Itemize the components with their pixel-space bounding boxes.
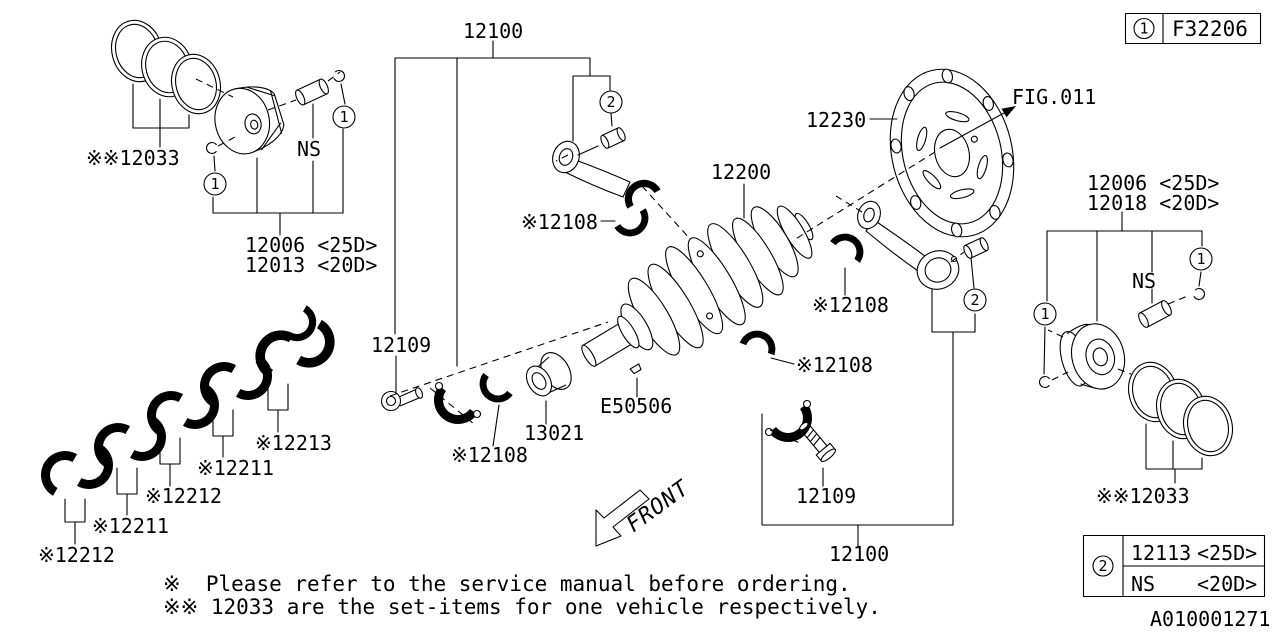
callout-1-piston-right-a: 1: [1033, 302, 1057, 326]
rod-bushing-left: [600, 127, 626, 149]
bearing-cap-right: [764, 399, 822, 452]
title-block-code: F32206: [1172, 17, 1248, 41]
connecting-rod-right: [857, 200, 960, 290]
label-fig-ref: FIG.011: [1012, 85, 1096, 109]
svg-text:2: 2: [970, 291, 979, 309]
label-main-bearing-5: ※12213: [255, 431, 332, 455]
crankshaft: [581, 205, 814, 367]
bolt-right: [799, 421, 836, 463]
bracket-piston-left: [212, 83, 346, 236]
fig-ref-arrow: [939, 112, 1005, 149]
svg-text:1: 1: [1196, 250, 1205, 268]
spec-table-callout: 2: [1098, 557, 1107, 575]
bracket-rod-assy-top: [394, 40, 611, 393]
snap-ring-icon: [332, 69, 346, 83]
label-piston-left-25d: 12006 <25D>: [245, 233, 377, 257]
note-line-2: ※※ 12033 are the set-items for one vehic…: [163, 595, 881, 619]
label-rod-piston-assy-top: 12100: [463, 19, 523, 43]
snap-ring-icon: [1192, 287, 1206, 301]
sprocket: [525, 352, 572, 397]
callout-1-piston-left-a: 1: [203, 172, 227, 196]
main-bearing-shell: [739, 325, 781, 356]
label-rod-bearing-4: ※12108: [796, 353, 873, 377]
spec-table: 2 12113 <25D> NS <20D>: [1082, 534, 1266, 598]
spec-row1-grade: <25D>: [1197, 541, 1257, 565]
label-bolt-right: 12109: [796, 484, 856, 508]
label-piston-rings-left: ※※12033: [86, 146, 180, 170]
label-piston-left-20d: 12013 <20D>: [245, 253, 377, 277]
label-main-bearing-3: ※12212: [145, 484, 222, 508]
snap-ring-icon: [1038, 375, 1052, 389]
label-key: E50506: [600, 394, 672, 418]
label-ns-right: NS: [1132, 269, 1156, 293]
label-sprocket: 13021: [524, 421, 584, 445]
label-piston-right-20d: 12018 <20D>: [1087, 191, 1219, 215]
title-block-callout: 1: [1139, 20, 1148, 38]
label-piston-rings-right: ※※12033: [1096, 484, 1190, 508]
label-ns-left: NS: [297, 137, 321, 161]
label-main-bearing-2: ※12211: [92, 514, 169, 538]
woodruff-key: [629, 363, 642, 375]
label-rod-piston-assy-bottom: 12100: [829, 542, 889, 566]
label-rod-bearing-2: ※12108: [451, 443, 528, 467]
piston-ring-set-right: [1128, 361, 1233, 484]
callout-1-piston-left-b: 1: [332, 105, 356, 129]
bearing-cap-left: [424, 381, 482, 434]
title-block: 1 F32206: [1124, 12, 1262, 45]
main-bearing-shell: [472, 372, 513, 410]
spec-row1-part: 12113: [1131, 541, 1191, 565]
label-crankshaft: 12200: [711, 160, 771, 184]
label-main-bearing-4: ※12211: [197, 456, 274, 480]
bracket-rod-assy-bottom: [761, 288, 976, 547]
drive-plate: [889, 68, 1015, 238]
label-rod-bearing-3: ※12108: [812, 293, 889, 317]
callout-2-rod-right: 2: [963, 288, 987, 312]
label-rod-bearing-1: ※12108: [521, 210, 598, 234]
bolt-left: [380, 387, 424, 412]
svg-text:1: 1: [1040, 305, 1049, 323]
svg-text:1: 1: [210, 175, 219, 193]
callout-2-rod-top: 2: [599, 90, 623, 114]
connecting-rod-left: [552, 140, 661, 209]
main-bearing-set: [32, 305, 344, 545]
label-bolt-left: 12109: [371, 333, 431, 357]
rod-bearing-shell: [614, 208, 656, 244]
svg-text:1: 1: [339, 108, 348, 126]
rod-bushing-right: [963, 237, 989, 259]
svg-text:2: 2: [606, 93, 615, 111]
front-direction-marker: FRONT: [595, 475, 695, 547]
bracket-piston-right: [1043, 211, 1203, 375]
rod-bearing-shell: [830, 226, 871, 263]
note-line-1: ※ Please refer to the service manual bef…: [163, 572, 851, 596]
label-piston-right-25d: 12006 <25D>: [1087, 171, 1219, 195]
doc-id: A010001271: [1150, 607, 1270, 631]
spec-row2-grade: <20D>: [1197, 572, 1257, 596]
spec-row2-part: NS: [1131, 572, 1155, 596]
piston-ring-set-left: [111, 19, 221, 148]
label-drive-plate: 12230: [806, 108, 866, 132]
piston-left: [205, 69, 346, 155]
piston-pin-right: [1138, 300, 1172, 328]
label-main-bearing-1: ※12212: [38, 543, 115, 567]
snap-ring-icon: [205, 141, 219, 155]
callout-1-piston-right-b: 1: [1189, 247, 1213, 271]
piston-pin-left: [295, 78, 329, 106]
